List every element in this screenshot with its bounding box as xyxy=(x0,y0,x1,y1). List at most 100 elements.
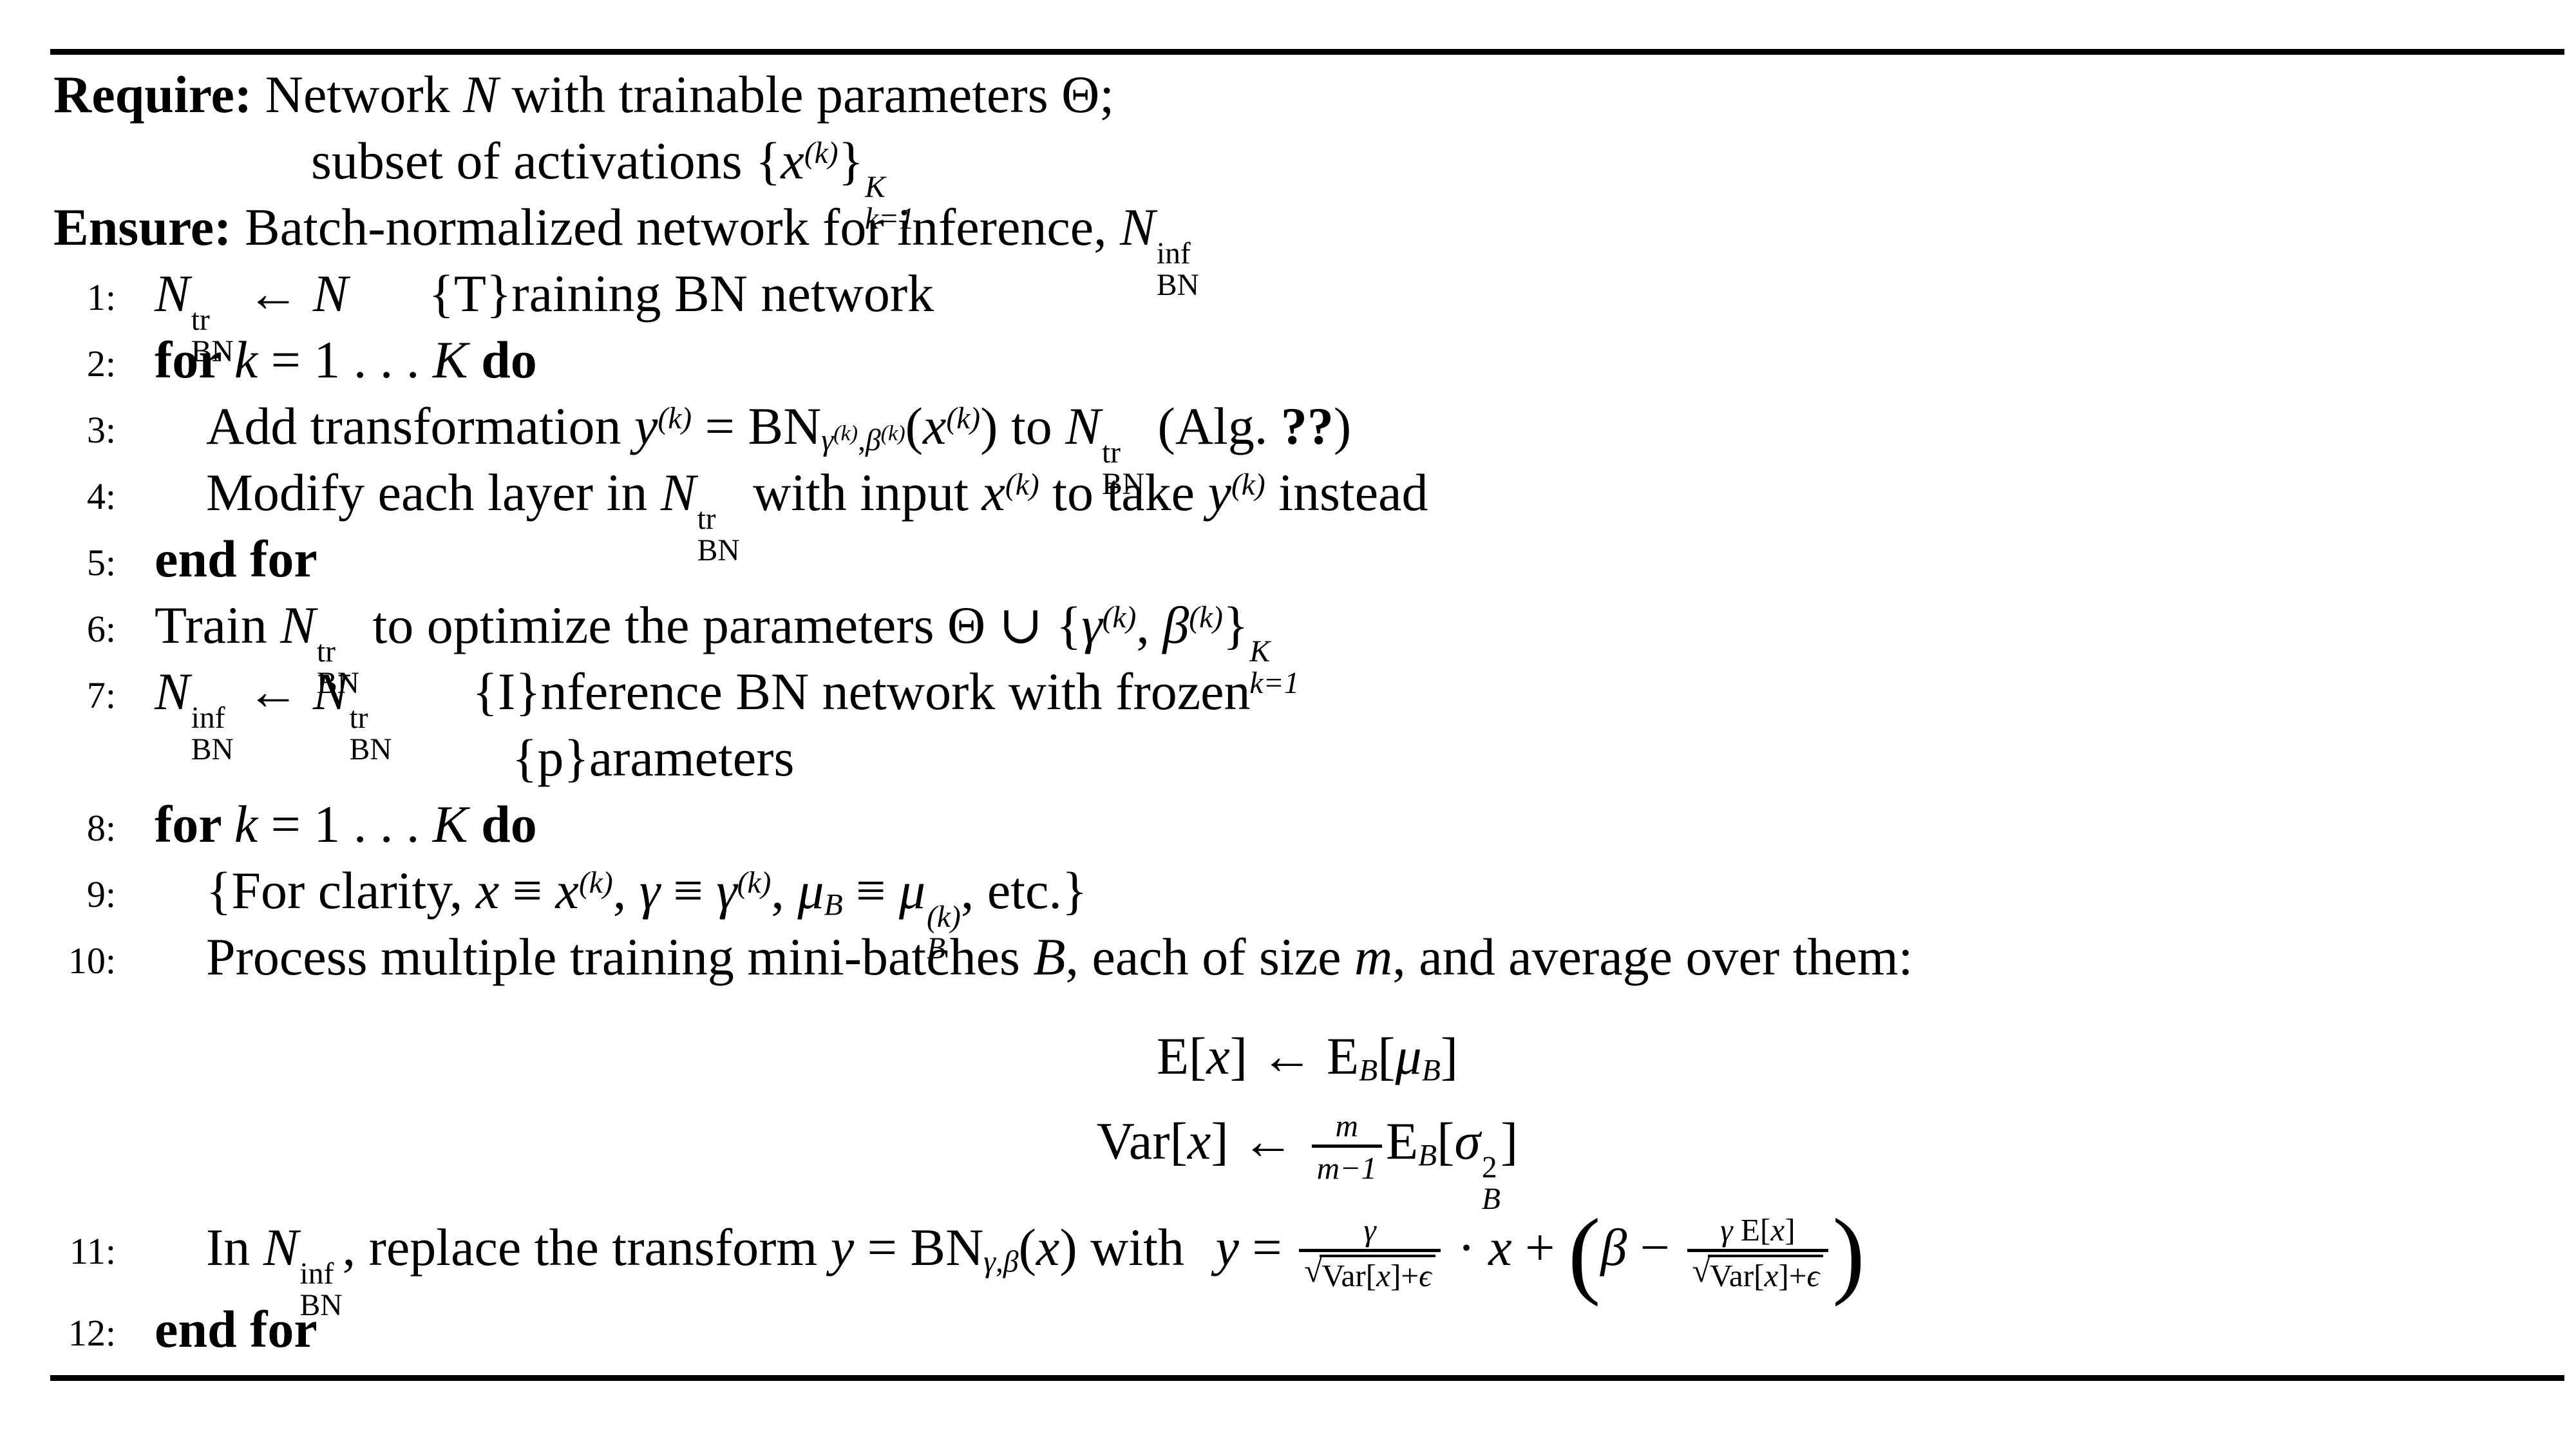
top-rule xyxy=(50,49,2564,55)
open-paren: ( xyxy=(1018,1218,1036,1277)
open-brace: { xyxy=(755,131,781,190)
comment-text: {I}nference BN network with frozen xyxy=(472,662,1251,721)
text-token: , each of size xyxy=(1065,927,1354,986)
text-token: to xyxy=(998,397,1066,455)
math-sigma: σ xyxy=(1454,1112,1481,1170)
big-open-paren: ( xyxy=(1567,1199,1601,1307)
sqrt-sign: √ xyxy=(1692,1253,1710,1290)
superscript-tr: tr xyxy=(191,303,210,337)
math-x: x xyxy=(1036,1218,1060,1277)
open-paren: ( xyxy=(905,397,923,455)
denominator: m−1 xyxy=(1311,1144,1382,1186)
text-token: , etc.} xyxy=(960,861,1088,920)
text-token: (Alg. xyxy=(1144,397,1281,455)
require-label: Require: xyxy=(53,65,252,124)
BN-subscript: γ,β xyxy=(983,1245,1019,1279)
text-token: , and average over them: xyxy=(1392,927,1913,986)
text-token: , replace the transform xyxy=(342,1218,831,1277)
comma: , xyxy=(771,861,798,920)
math-mu: μ xyxy=(1395,1027,1422,1085)
supsub-stack: (k)B xyxy=(927,901,961,965)
subscript-calB: B xyxy=(824,888,843,922)
missing-ref: ?? xyxy=(1280,397,1334,455)
plus: ]+ xyxy=(1390,1258,1419,1294)
left-arrow: ← xyxy=(233,662,313,721)
open-brace: { xyxy=(1056,596,1082,654)
text-token: with input xyxy=(739,463,982,522)
text-token: subset of activations xyxy=(311,131,756,190)
subscript-BN: BN xyxy=(697,533,740,567)
line-number: 6: xyxy=(86,608,116,650)
line-number: 12: xyxy=(68,1312,116,1354)
superscript-k: (k) xyxy=(1102,601,1137,635)
line-number: 5: xyxy=(86,542,116,584)
math-y: y xyxy=(830,1218,855,1277)
text-token: Var[ xyxy=(1709,1258,1765,1294)
math-x: x xyxy=(1764,1258,1779,1294)
text-token: to take xyxy=(1039,463,1208,522)
equals: = xyxy=(692,397,748,455)
math-x: x xyxy=(922,397,947,455)
comma: , xyxy=(858,424,866,458)
comment-text: {T}raining BN network xyxy=(428,264,934,323)
math-k: k xyxy=(234,795,258,853)
text-token: = 1 . . . xyxy=(258,330,433,389)
line-number: 9: xyxy=(86,873,116,915)
line-number: 7: xyxy=(86,674,116,716)
equiv: ≡ xyxy=(660,861,717,920)
text-token: In xyxy=(206,1218,263,1277)
subscript-BN: BN xyxy=(1156,268,1199,302)
superscript-tr: tr xyxy=(349,701,368,735)
text-token: Train xyxy=(155,596,281,654)
keyword-end-for: end for xyxy=(155,1300,317,1358)
line-number: 2: xyxy=(86,343,116,385)
subscript-BN: BN xyxy=(191,732,234,766)
math-N: N xyxy=(155,662,190,721)
text-token: Add transformation xyxy=(206,397,634,455)
open-bracket: [ xyxy=(1378,1027,1396,1085)
statement-line-12: 12: end for xyxy=(50,1296,2564,1362)
statement-line-5: 5:end for xyxy=(50,526,2564,592)
statement-line-8: 8:for k = 1 . . . K do xyxy=(50,791,2564,857)
text-token: Var[ xyxy=(1096,1112,1188,1170)
math-beta: β xyxy=(1162,596,1189,654)
text-token: with xyxy=(1077,1218,1198,1277)
text-token: = 1 . . . xyxy=(258,795,433,853)
superscript-inf: inf xyxy=(1156,236,1191,271)
superscript-tr: tr xyxy=(697,502,716,536)
close-bracket: ] xyxy=(1440,1027,1459,1085)
subscript-calB: B xyxy=(1421,1054,1441,1088)
text-token: E[ xyxy=(1732,1212,1771,1248)
math-x: x xyxy=(1376,1258,1390,1294)
equals: = xyxy=(1238,1218,1296,1277)
math-x: x xyxy=(1187,1112,1211,1170)
comma: , xyxy=(612,861,639,920)
superscript-k: (k) xyxy=(658,402,692,436)
math-BN: BN xyxy=(910,1218,984,1277)
superscript-K: K xyxy=(1249,634,1271,669)
text-token: {For clarity, xyxy=(206,861,476,920)
numerator: m xyxy=(1335,1107,1359,1143)
math-K: K xyxy=(432,330,468,389)
math-x: x xyxy=(1206,1027,1230,1085)
superscript-tr: tr xyxy=(1101,435,1121,470)
equation-expectation: E[x] ← EB[μB] xyxy=(50,1022,2564,1090)
require-line: Require: Network N with trainable parame… xyxy=(50,61,2564,128)
keyword-do: do xyxy=(468,330,537,389)
math-y: y xyxy=(1215,1218,1239,1277)
big-close-paren: ) xyxy=(1832,1199,1865,1307)
math-gamma: γ xyxy=(639,861,661,920)
math-epsilon: ϵ xyxy=(1806,1258,1820,1294)
subscript-BN: BN xyxy=(349,732,392,766)
superscript-tr: tr xyxy=(316,634,336,669)
radicand: Var[x]+ϵ xyxy=(1320,1255,1435,1293)
math-N: N xyxy=(1065,397,1101,455)
